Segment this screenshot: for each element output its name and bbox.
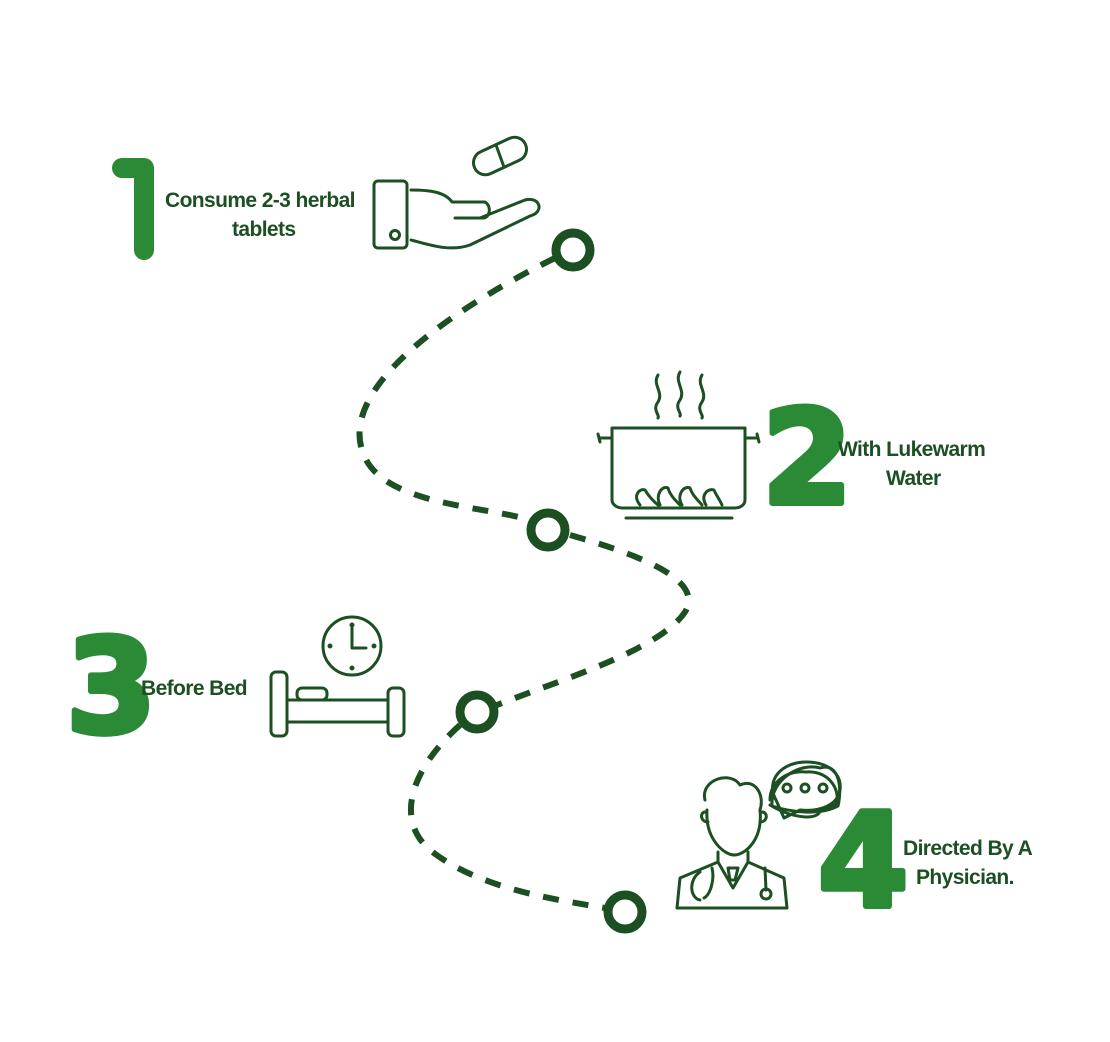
- waypoint-3: [455, 690, 499, 734]
- doctor-with-speech-bubble-icon: [675, 765, 842, 910]
- speech-bubble-icon: [771, 760, 842, 820]
- dashed-path-1: [356, 255, 557, 523]
- step-4: 4 Directed By A Physician.: [675, 760, 1033, 940]
- step-2: 2 With Lukewarm Water: [596, 370, 986, 537]
- step-3-label: Before Bed: [141, 677, 247, 700]
- dashed-path-3: [407, 722, 606, 911]
- steaming-pot-icon: [596, 370, 761, 520]
- waypoint-4: [603, 890, 647, 934]
- waypoint-1: [551, 228, 595, 272]
- step-2-label-line2: Water: [886, 467, 941, 490]
- dashed-path-2: [495, 532, 692, 708]
- step-1-label-line2: tablets: [232, 218, 296, 241]
- step-4-label-line1: Directed By A: [903, 837, 1033, 860]
- step-3: 3 Before Bed: [63, 608, 406, 766]
- step-1-number: [112, 158, 154, 260]
- step-1-label-line1: Consume 2-3 herbal: [165, 189, 355, 212]
- step-4-number: 4: [818, 785, 908, 937]
- bed-with-clock-icon: [269, 615, 406, 738]
- waypoint-2: [526, 508, 570, 552]
- hand-with-pill-icon: [372, 135, 541, 250]
- step-4-label-line2: Physician.: [916, 866, 1014, 889]
- step-3-number: 3: [66, 611, 156, 763]
- step-1: 1 Consume 2-3 herbal tablets: [112, 135, 541, 260]
- step-2-label-line1: With Lukewarm: [838, 438, 985, 461]
- step-2-number: 2: [762, 382, 852, 534]
